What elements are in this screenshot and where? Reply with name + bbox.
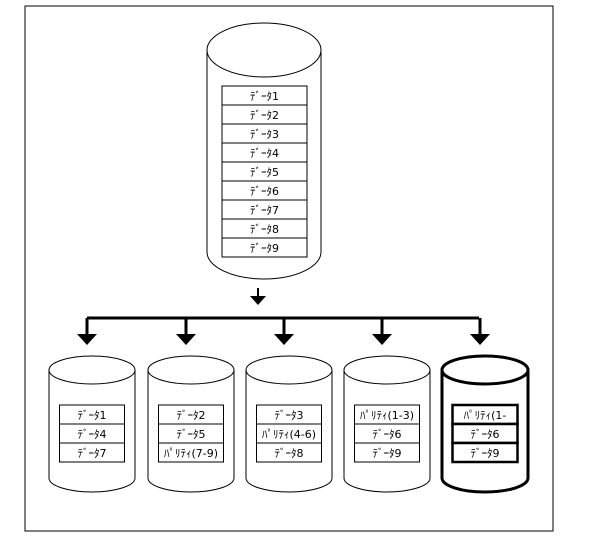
member-disk: ﾊﾟﾘﾃｨ(1-3) ﾃﾞｰﾀ6 ﾃﾞｰﾀ9 [343,355,431,493]
disk-row-label: ﾃﾞｰﾀ2 [177,409,206,422]
disk-row-label: ﾃﾞｰﾀ9 [471,447,500,460]
source-row-label: ﾃﾞｰﾀ8 [250,223,279,236]
source-row-label: ﾃﾞｰﾀ7 [250,204,279,217]
disk-row-label: ﾃﾞｰﾀ3 [275,409,304,422]
disk-row-label: ﾊﾟﾘﾃｨ(7-9) [164,447,218,460]
disk-top [245,355,333,385]
disk-row-label: ﾃﾞｰﾀ6 [471,428,500,441]
disk-row-label: ﾃﾞｰﾀ6 [373,428,402,441]
disk-top [147,355,235,385]
disk-top [48,355,136,385]
source-row-label: ﾃﾞｰﾀ9 [250,242,279,255]
source-row [221,237,308,258]
branch-arrowhead [176,334,196,345]
disk-row-label: ﾃﾞｰﾀ8 [275,447,304,460]
disk-row-label: ﾃﾞｰﾀ9 [373,447,402,460]
disk-row [256,442,322,463]
disk-row-label: ﾃﾞｰﾀ1 [78,409,107,422]
branch-arrowhead [470,334,490,345]
disk-row-label: ﾃﾞｰﾀ7 [78,447,107,460]
member-disk: ﾃﾞｰﾀ2 ﾃﾞｰﾀ5 ﾊﾟﾘﾃｨ(7-9) [147,355,235,493]
feed-arrowhead [250,296,266,305]
source-row-label: ﾃﾞｰﾀ4 [250,147,279,160]
member-disks: ﾃﾞｰﾀ1 ﾃﾞｰﾀ4 ﾃﾞｰﾀ7 ﾃﾞｰﾀ2 ﾃﾞｰﾀ5 ﾊﾟﾘﾃｨ(7-9) ﾃﾞｰﾀ3… [48,354,530,494]
disk-row-label: ﾊﾟﾘﾃｨ(1-3) [360,409,414,422]
disk-row-label: ﾊﾟﾘﾃｨ(4-6) [262,428,316,441]
member-disk: ﾃﾞｰﾀ3 ﾊﾟﾘﾃｨ(4-6) ﾃﾞｰﾀ8 [245,355,333,493]
disk-row [59,442,125,463]
disk-row-label: ﾊﾟﾘﾃｨ(1- [464,409,507,422]
branch-arrowhead [77,334,97,345]
disk-row [451,441,519,464]
source-row-label: ﾃﾞｰﾀ6 [250,185,279,198]
source-row-label: ﾃﾞｰﾀ5 [250,166,279,179]
disk-top [343,355,431,385]
disk-row-label: ﾃﾞｰﾀ4 [78,428,107,441]
disk-row-label: ﾃﾞｰﾀ5 [177,428,206,441]
branch-arrows [77,318,490,345]
member-disk: ﾃﾞｰﾀ1 ﾃﾞｰﾀ4 ﾃﾞｰﾀ7 [48,355,136,493]
source-row-label: ﾃﾞｰﾀ3 [250,128,279,141]
member-disk-emphasized: ﾊﾟﾘﾃｨ(1- ﾃﾞｰﾀ6 ﾃﾞｰﾀ9 [440,354,530,494]
source-row-label: ﾃﾞｰﾀ2 [250,109,279,122]
source-disk-top [206,22,322,78]
disk-row [158,442,224,463]
branch-arrowhead [372,334,392,345]
diagram-frame [24,5,554,532]
source-data-stack: ﾃﾞｰﾀ1 ﾃﾞｰﾀ2 ﾃﾞｰﾀ3 ﾃﾞｰﾀ4 ﾃﾞｰﾀ5 ﾃﾞｰﾀ6 ﾃﾞｰﾀ7 ﾃﾞｰﾀ8… [221,85,308,258]
disk-top [440,354,530,386]
disk-row [354,442,420,463]
distribution-arrows [77,288,490,345]
source-disk: ﾃﾞｰﾀ1 ﾃﾞｰﾀ2 ﾃﾞｰﾀ3 ﾃﾞｰﾀ4 ﾃﾞｰﾀ5 ﾃﾞｰﾀ6 ﾃﾞｰﾀ7 ﾃﾞｰﾀ8… [206,22,322,280]
branch-arrowhead [274,334,294,345]
source-row-label: ﾃﾞｰﾀ1 [250,90,279,103]
